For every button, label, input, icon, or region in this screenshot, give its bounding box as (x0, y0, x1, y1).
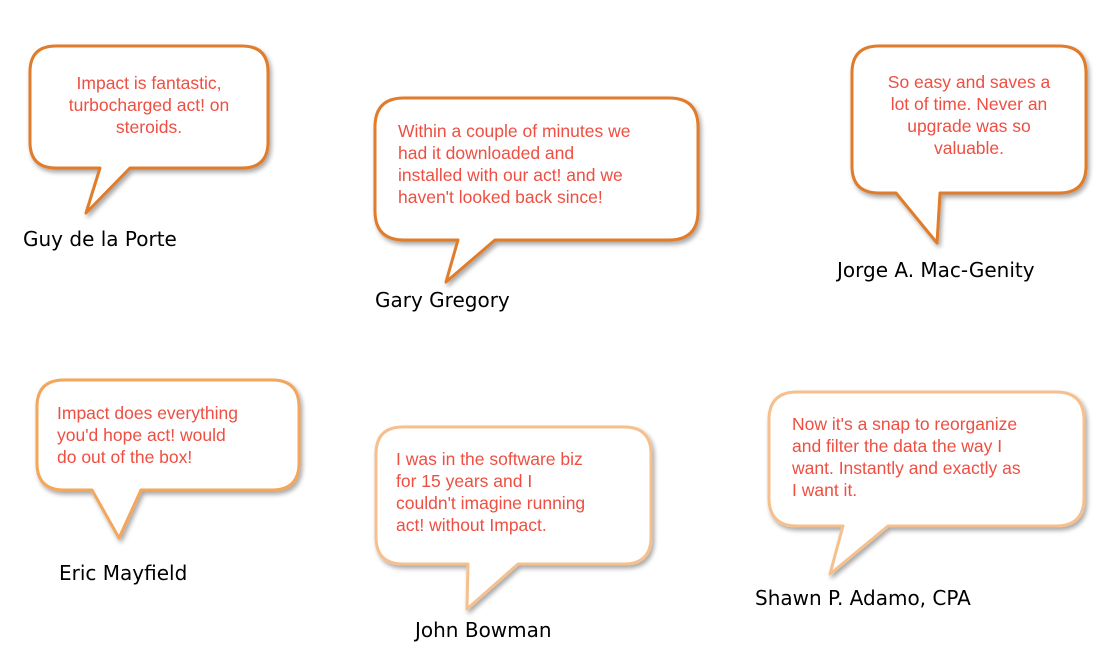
quote-line: Impact does everything (57, 403, 238, 423)
quote-line: I was in the software biz (396, 449, 583, 469)
quote-line: So easy and saves a (887, 72, 1051, 92)
quote-line: installed with our act! and we (398, 165, 623, 185)
quote-line: Impact is fantastic, (76, 73, 222, 93)
quote-line: and filter the data the way I (792, 436, 1003, 456)
quote-line: turbocharged act! on (68, 95, 230, 115)
testimonial-quote-4: Impact does everything you'd hope act! w… (57, 402, 295, 468)
speech-bubble-3 (850, 44, 1088, 245)
testimonial-author-4: Eric Mayfield (59, 561, 188, 585)
testimonial-quote-6: Now it's a snap to reorganize and filter… (792, 413, 1080, 501)
testimonial-author-1: Guy de la Porte (23, 227, 177, 251)
testimonial-quote-1: Impact is fantastic, turbocharged act! o… (40, 72, 258, 138)
quote-line: steroids. (115, 117, 183, 137)
testimonial-author-3: Jorge A. Mac-Genity (837, 258, 1035, 282)
testimonial-quote-3: So easy and saves a lot of time. Never a… (858, 71, 1080, 159)
speech-bubble-5 (374, 425, 653, 611)
quote-line: haven't looked back since! (398, 187, 603, 207)
quote-line: Now it's a snap to reorganize (792, 414, 1018, 434)
quote-line: couldn't imagine running (396, 493, 586, 513)
quote-line: you'd hope act! would (57, 425, 226, 445)
quote-line: had it downloaded and (398, 143, 575, 163)
quote-line: Within a couple of minutes we (398, 121, 631, 141)
testimonial-quote-2: Within a couple of minutes we had it dow… (398, 120, 688, 208)
testimonial-author-6: Shawn P. Adamo, CPA (755, 586, 971, 610)
speech-bubble-6 (767, 390, 1086, 576)
quote-line: do out of the box! (57, 447, 193, 467)
speech-bubble-2 (373, 96, 700, 284)
quote-line: act! without Impact. (396, 515, 547, 535)
testimonial-quote-5: I was in the software biz for 15 years a… (396, 448, 646, 536)
quote-line: want. Instantly and exactly as (792, 458, 1021, 478)
quote-line: lot of time. Never an (890, 94, 1048, 114)
testimonial-author-2: Gary Gregory (375, 288, 510, 312)
speech-bubble-4 (35, 378, 301, 540)
speech-bubble-1 (28, 44, 270, 215)
quote-line: upgrade was so (907, 116, 1031, 136)
quote-line: valuable. (933, 138, 1005, 158)
quote-line: I want it. (792, 480, 858, 500)
testimonial-author-5: John Bowman (415, 618, 552, 642)
quote-line: for 15 years and I (396, 471, 533, 491)
